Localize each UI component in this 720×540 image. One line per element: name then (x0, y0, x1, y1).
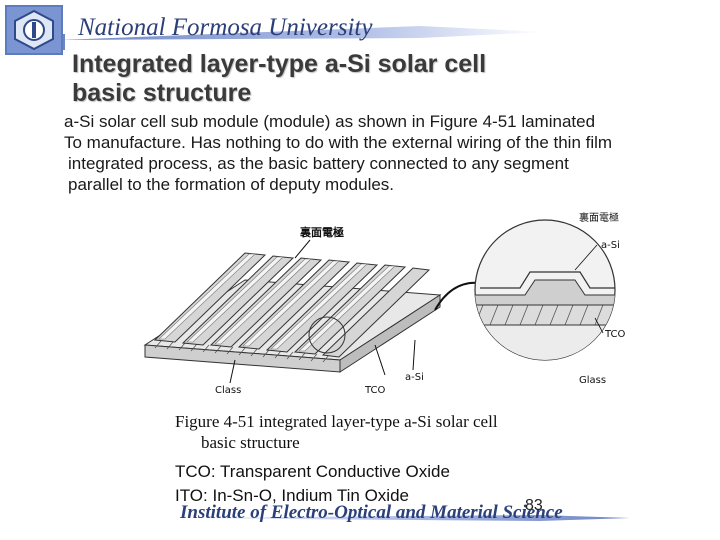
label-back-electrode: 裏面電極 (299, 225, 344, 239)
caption-line-2: basic structure (201, 433, 300, 452)
body-line-3: integrated process, as the basic battery… (68, 154, 569, 173)
slide-title: Integrated layer-type a-Si solar cell ba… (72, 50, 486, 108)
figure-caption: Figure 4-51 integrated layer-type a-Si s… (175, 411, 498, 453)
slide-title-line-1: Integrated layer-type a-Si solar cell (72, 50, 487, 78)
label-tco: TCO (364, 385, 386, 395)
zoom-detail (474, 219, 616, 361)
body-line-2: To manufacture. Has nothing to do with t… (64, 133, 613, 152)
label-class: Class (215, 385, 241, 395)
slide-title-line-2: basic structure (72, 79, 252, 107)
label-tco-zoom: TCO (604, 329, 626, 340)
page-number: 83 (525, 497, 543, 514)
body-line-4: parallel to the formation of deputy modu… (68, 175, 395, 194)
solar-cell-figure: 裏面電極 Class TCO a-Si 裏面電極 a-Si TCO (143, 211, 626, 395)
definition-tco: TCO: Transparent Conductive Oxide (175, 462, 450, 481)
definitions: TCO: Transparent Conductive Oxide ITO: I… (175, 460, 450, 508)
body-paragraph: a-Si solar cell sub module (module) as s… (64, 111, 720, 195)
label-asi: a-Si (405, 372, 424, 383)
footer-band (160, 515, 630, 521)
label-asi-zoom: a-Si (601, 240, 620, 251)
university-logo-icon (5, 5, 63, 55)
institute-name: Institute of Electro-Optical and Materia… (180, 502, 563, 523)
university-name: National Formosa University (78, 14, 373, 41)
definition-ito: ITO: In-Sn-O, Indium Tin Oxide (175, 486, 409, 505)
label-glass-zoom: Glass (579, 375, 606, 386)
label-back-electrode-zoom: 裏面電極 (579, 211, 619, 224)
body-line-1: a-Si solar cell sub module (module) as s… (64, 112, 596, 131)
caption-line-1: Figure 4-51 integrated layer-type a-Si s… (175, 412, 498, 431)
